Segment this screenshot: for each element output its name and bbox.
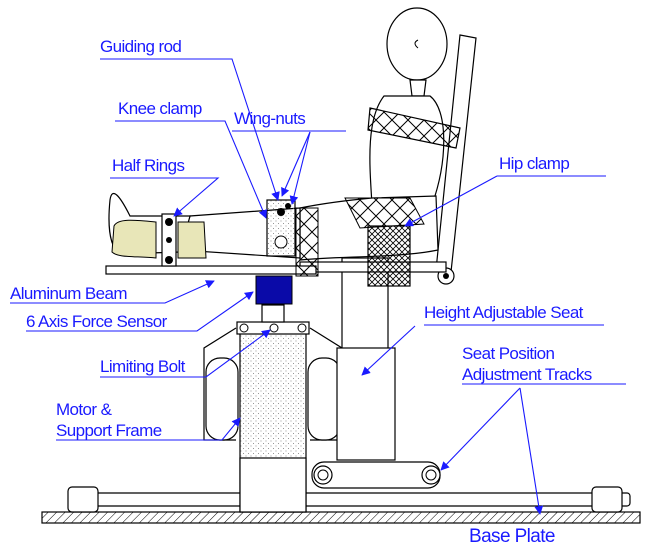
hip-clamp (367, 225, 411, 287)
leader-lines (10, 58, 626, 515)
base-plate (41, 486, 641, 524)
label-seat-tracks: Seat Position Adjustment Tracks (462, 344, 592, 384)
seat-back (435, 34, 477, 285)
label-wing-nuts: Wing-nuts (234, 109, 306, 128)
label-hip-clamp: Hip clamp (499, 154, 570, 173)
force-sensor (255, 275, 293, 305)
label-force-sensor: 6 Axis Force Sensor (26, 312, 167, 331)
label-limiting-bolt: Limiting Bolt (100, 357, 185, 376)
knee-clamp (266, 199, 296, 257)
label-base-plate: Base Plate (469, 526, 556, 547)
label-knee-clamp: Knee clamp (118, 99, 202, 118)
label-aluminum-beam: Aluminum Beam (10, 284, 128, 303)
half-rings (161, 213, 177, 267)
label-guiding-rod: Guiding rod (100, 37, 182, 56)
label-motor-frame: Motor & Support Frame (56, 400, 162, 440)
aluminum-beam (105, 265, 317, 275)
label-height-seat: Height Adjustable Seat (424, 303, 583, 322)
label-half-rings: Half Rings (112, 156, 185, 175)
